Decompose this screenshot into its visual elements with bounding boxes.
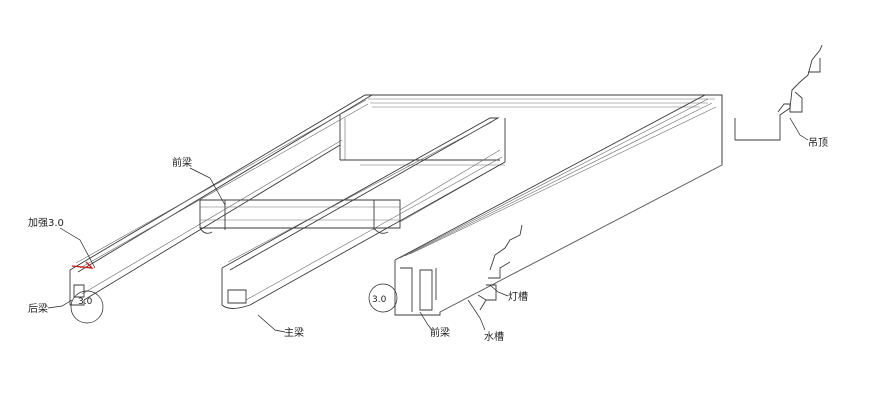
top-hang-profile [734, 44, 823, 141]
label-front-beam-bottom: 前梁 [430, 326, 450, 339]
label-top-hang: 吊顶 [808, 137, 828, 149]
main-beam-body [221, 117, 506, 309]
label-main-beam: 主梁 [284, 326, 304, 339]
right-front-beam [394, 94, 723, 316]
label-rear-beam: 后梁 [28, 302, 48, 315]
label-water-gutter: 水槽 [484, 330, 504, 343]
label-lamp-slot: 灯槽 [508, 290, 528, 303]
back-rails [339, 94, 722, 166]
lamp-slot-profile [477, 224, 523, 311]
thickness-callouts [70, 283, 398, 324]
label-thickness-left: 3.0 [78, 297, 93, 307]
front-beam-cross-top [199, 149, 506, 234]
label-reinforcement: 加强3.0 [28, 217, 64, 229]
label-front-beam-top: 前梁 [172, 156, 192, 169]
leader-lines [47, 117, 809, 333]
label-thickness-right: 3.0 [372, 295, 387, 305]
